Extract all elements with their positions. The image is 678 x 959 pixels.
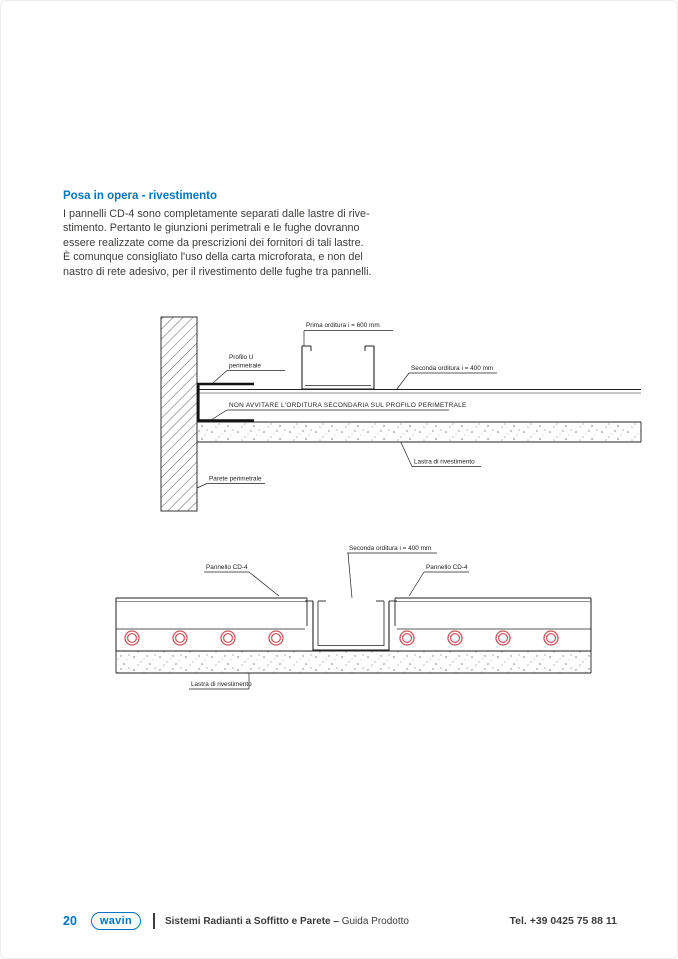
pipe-section [447, 630, 463, 646]
paragraph-line: stimento. Pertanto le giunzioni perimetr… [63, 222, 360, 235]
section-heading: Posa in opera - rivestimento [63, 190, 218, 202]
phone-number: Tel. +39 0425 75 88 11 [509, 915, 617, 927]
secondary-framing-lines [197, 389, 641, 394]
label-profilo-u-line1: Profilo U [229, 354, 254, 361]
label-lastra: Lastra di rivestimento [191, 681, 252, 688]
intro-section: Posa in opera - rivestimento I pannelli … [63, 190, 397, 279]
label-profilo-u-line2: perimetrale [229, 363, 261, 370]
label-warning: NON AVVITARE L'ORDITURA SECONDARIA SUL P… [229, 402, 467, 409]
label-lastra: Lastra di rivestimento [414, 459, 475, 466]
radiant-panels [115, 597, 592, 651]
doc-title: Sistemi Radianti a Soffitto e Parete – G… [165, 916, 409, 927]
perimeter-wall [160, 316, 198, 512]
paragraph-line: essere realizzate come da prescrizioni d… [63, 236, 364, 249]
wavin-logo: wavin [90, 912, 141, 930]
plasterboard-layer [115, 650, 592, 674]
label-seconda-orditura: Seconda orditura i = 400 mm [349, 545, 431, 552]
doc-title-bold: Sistemi Radianti a Soffitto e Parete – [164, 915, 339, 927]
radiant-pipes [124, 630, 559, 646]
pipe-section [124, 630, 140, 646]
pipe-section [268, 630, 284, 646]
label-pannello-right: Pannello CD-4 [426, 564, 468, 571]
paragraph-line: È comunque consigliato l'uso della carta… [63, 251, 363, 264]
joint-channel [305, 600, 397, 651]
intro-paragraph: I pannelli CD-4 sono completamente separ… [63, 207, 397, 279]
wall-detail-drawing: Prima orditura i = 600 mm Profilo U peri… [160, 316, 642, 512]
primary-channel [301, 345, 375, 390]
pipe-section [543, 630, 559, 646]
perimeter-u-profile [197, 382, 254, 422]
page-number: 20 [63, 914, 77, 928]
wavin-logo-text: wavin [99, 914, 132, 927]
pipe-section [495, 630, 511, 646]
pipe-section [220, 630, 236, 646]
pipe-section [172, 630, 188, 646]
panel-joint-drawing: Seconda orditura i = 400 mm Pannello CD-… [115, 545, 592, 690]
label-seconda-orditura: Seconda orditura i = 400 mm [411, 365, 493, 372]
label-pannello-left: Pannello CD-4 [206, 564, 248, 571]
doc-title-regular: Guida Prodotto [341, 915, 409, 927]
plasterboard-layer [197, 421, 642, 443]
label-prima-orditura: Prima orditura i = 600 mm [306, 322, 380, 329]
label-parete: Parete perimetrale [209, 476, 262, 483]
paragraph-line: I pannelli CD-4 sono completamente separ… [63, 208, 370, 220]
footer-divider [152, 913, 155, 929]
paragraph-line: nastro di rete adesivo, per il rivestime… [63, 265, 372, 278]
page-footer: 20 wavin Sistemi Radianti a Soffitto e P… [63, 909, 617, 933]
pipe-section [399, 630, 415, 646]
